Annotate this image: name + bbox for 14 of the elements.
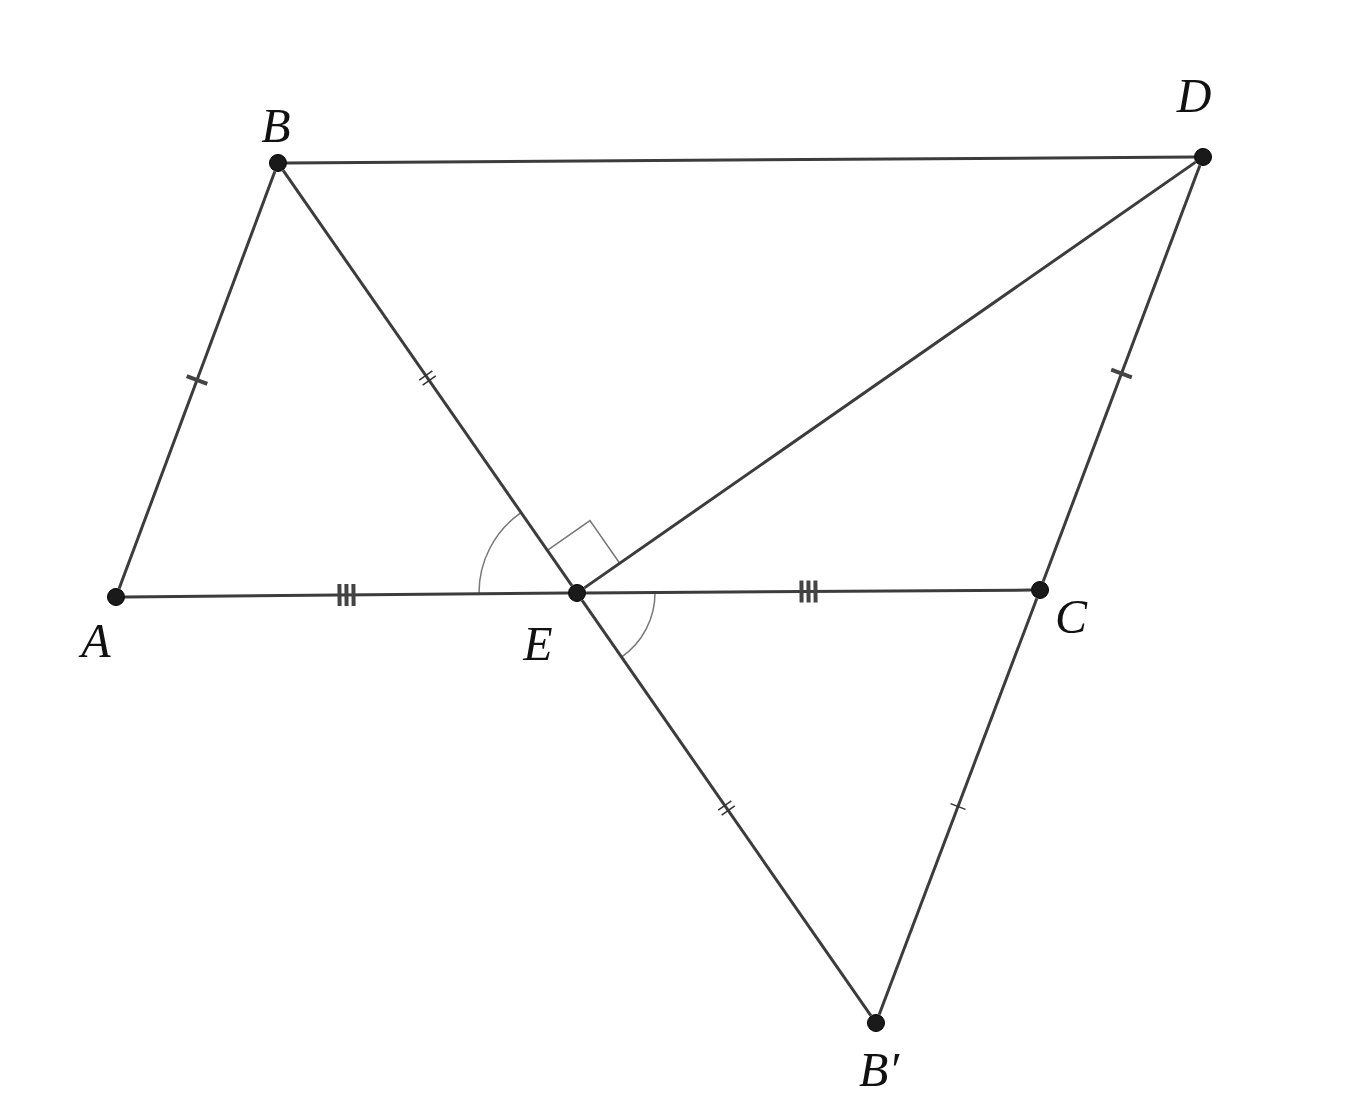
- line-segment: [877, 597, 1039, 1016]
- point-label: B′: [859, 1046, 899, 1094]
- line-segment: [1041, 164, 1202, 583]
- line-segment: [287, 155, 1194, 165]
- line-segment: [281, 169, 574, 587]
- point-label: B: [261, 102, 291, 150]
- point-label: D: [1176, 72, 1212, 120]
- line-segment: [117, 170, 277, 590]
- point-label: C: [1055, 593, 1087, 641]
- line-segment: [125, 591, 568, 599]
- line-segment: [580, 599, 873, 1017]
- line-segment: [583, 160, 1197, 590]
- point-label: E: [523, 620, 553, 668]
- line-segment: [586, 588, 1031, 595]
